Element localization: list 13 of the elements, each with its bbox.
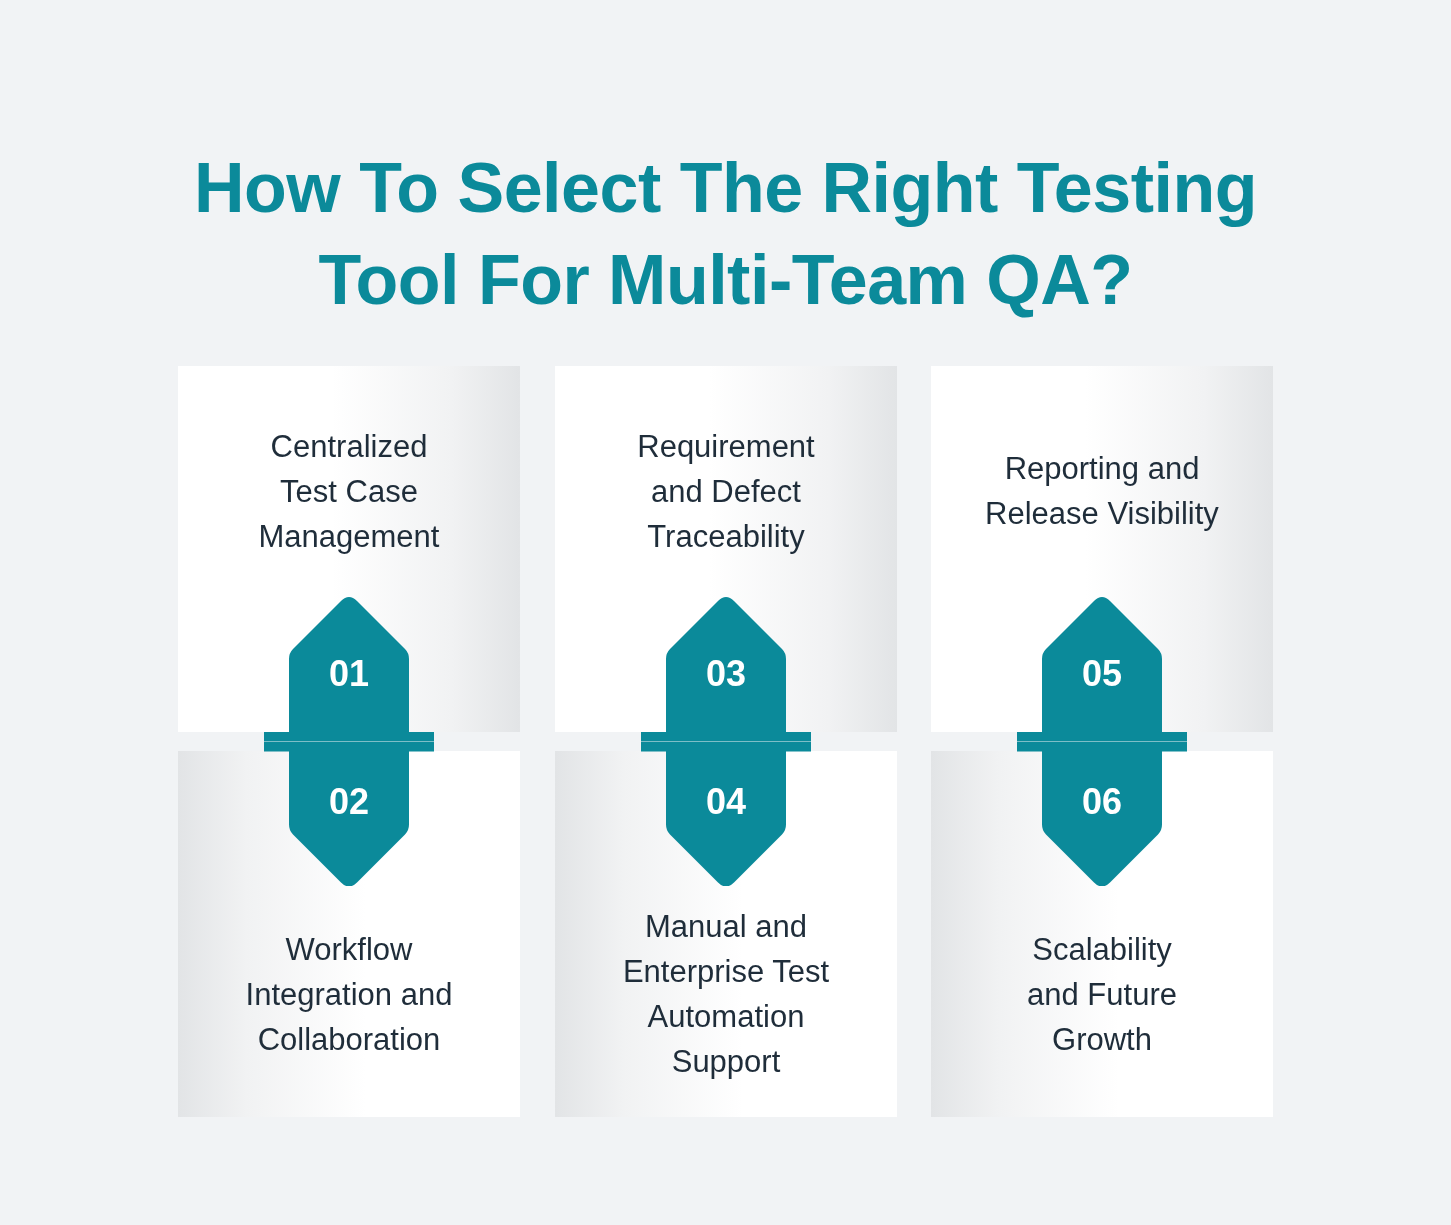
step-number: 01 [327,654,370,694]
title: How To Select The Right Testing Tool For Multi-Team QA? [192,148,1258,321]
step-number: 06 [1080,782,1123,822]
step-number: 02 [327,782,370,822]
step-number: 05 [1080,654,1123,694]
step-label: Requirement and Defect Traceability [636,427,816,556]
step-label: Centralized Test Case Management [257,427,441,556]
step-number: 03 [704,654,747,694]
step-number: 04 [704,782,747,822]
step-label: Scalability and Future Growth [1026,930,1178,1059]
step-label: Workflow Integration and Collaboration [244,930,454,1059]
step-label: Reporting and Release Visibility [984,450,1220,533]
step-label: Manual and Enterprise Test Automation Support [621,908,831,1081]
